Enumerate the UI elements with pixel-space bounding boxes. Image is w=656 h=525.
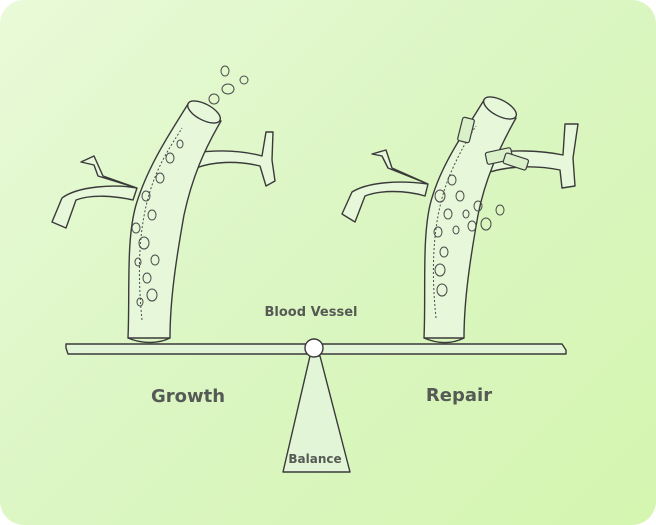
cell-icon: [142, 272, 152, 284]
repair-vessel-right-branch: [485, 123, 579, 189]
cell-icon: [131, 222, 141, 234]
bubble-icon: [495, 204, 505, 216]
cell-icon: [136, 297, 144, 307]
seesaw: [65, 338, 567, 473]
bubble-icon: [473, 200, 483, 212]
balance-label: Balance: [288, 452, 342, 466]
bubble-icon: [467, 220, 477, 232]
repair-vessel-left-branch: [341, 149, 429, 223]
repair-vessel-cells: [432, 125, 505, 319]
cell-icon: [434, 189, 446, 203]
cell-icon: [150, 254, 160, 266]
growth-vessel-cells: [131, 65, 249, 321]
seesaw-pivot: [304, 338, 324, 358]
cell-icon: [155, 172, 165, 184]
growth-vessel-base: [127, 337, 171, 344]
cell-icon: [176, 139, 184, 149]
growth-vessel-left-branch: [51, 155, 138, 229]
cell-icon: [433, 226, 443, 238]
growth-vessel-opening: [186, 100, 222, 124]
repair-vessel-inner-wall: [432, 125, 477, 319]
growth-vessel-right-branch: [192, 131, 276, 187]
bubble-icon: [462, 209, 470, 219]
cell-icon: [447, 174, 457, 186]
cell-icon: [434, 263, 446, 277]
bubble-icon: [208, 93, 220, 105]
repair-patches: [457, 116, 530, 171]
repair-vessel-opening: [482, 96, 518, 120]
growth-vessel-trunk: [127, 103, 222, 339]
bubble-icon: [239, 75, 249, 85]
cell-icon: [138, 236, 150, 250]
growth-label: Growth: [150, 386, 226, 407]
cell-icon: [165, 152, 175, 164]
growth-vessel-inner-wall: [138, 127, 183, 321]
cell-icon: [439, 246, 449, 258]
cell-icon: [141, 190, 151, 202]
bubble-icon: [221, 83, 235, 95]
blood-vessel-label: Blood Vessel: [264, 305, 358, 320]
bandage-icon: [502, 152, 530, 171]
bubble-icon: [220, 65, 230, 77]
cell-icon: [146, 288, 158, 302]
cell-icon: [436, 283, 448, 297]
bubble-icon: [480, 217, 492, 231]
cell-icon: [443, 208, 453, 220]
cell-icon: [134, 257, 142, 267]
cell-icon: [452, 225, 460, 235]
repair-label: Repair: [425, 385, 493, 406]
bandage-icon: [457, 116, 475, 144]
cell-icon: [147, 209, 157, 221]
cell-icon: [455, 190, 465, 202]
growth-vessel: [51, 100, 276, 344]
repair-vessel-base: [423, 337, 465, 344]
